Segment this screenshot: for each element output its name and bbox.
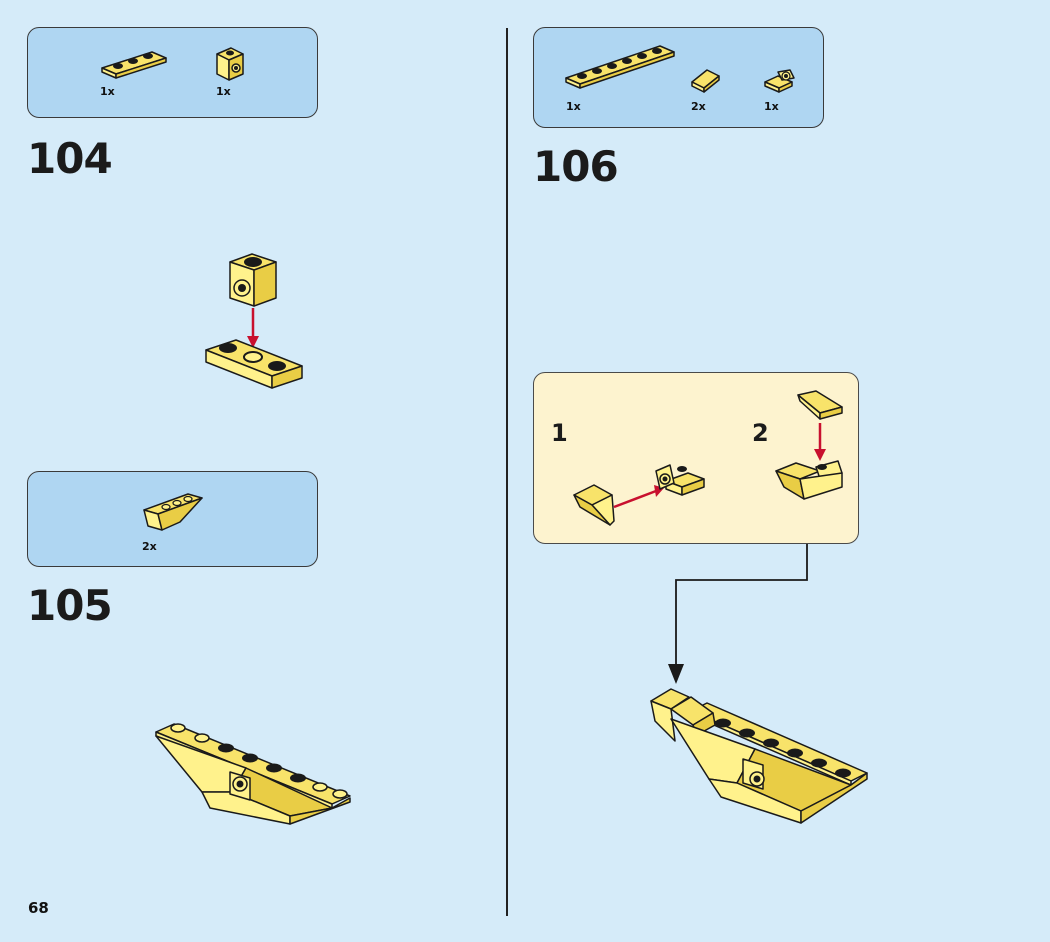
step-number: 104 xyxy=(27,134,113,183)
inverted-slope-icon xyxy=(143,493,203,531)
parts-list-step-106: 1x 2x 1x xyxy=(533,27,824,128)
qty-label: 2x xyxy=(142,540,157,553)
slope-1x1-icon xyxy=(691,69,720,93)
brick-1x1-side-stud-icon xyxy=(216,47,244,81)
substep-1-illustration xyxy=(573,464,705,526)
step-105-build-illustration xyxy=(155,723,351,825)
qty-label: 1x xyxy=(100,85,115,98)
page-divider xyxy=(506,28,508,916)
bracket-stud-icon xyxy=(764,69,795,93)
step-104-build-illustration xyxy=(205,253,303,389)
substep-number: 2 xyxy=(752,419,769,447)
parts-list-step-104: 1x 1x xyxy=(27,27,318,118)
subassembly-box: 1 2 xyxy=(533,372,859,544)
page-number: 68 xyxy=(28,899,49,917)
step-number: 106 xyxy=(533,142,619,191)
substep-2-illustration xyxy=(775,390,843,500)
plate-1x3-icon xyxy=(101,51,167,79)
qty-label: 1x xyxy=(566,100,581,113)
parts-list-step-105: 2x xyxy=(27,471,318,567)
qty-label: 1x xyxy=(216,85,231,98)
plate-1x6-icon xyxy=(565,45,675,89)
step-106-build-illustration xyxy=(650,688,868,824)
subassembly-connector-arrow xyxy=(668,544,808,684)
qty-label: 2x xyxy=(691,100,706,113)
substep-number: 1 xyxy=(551,419,568,447)
qty-label: 1x xyxy=(764,100,779,113)
step-number: 105 xyxy=(27,581,113,630)
